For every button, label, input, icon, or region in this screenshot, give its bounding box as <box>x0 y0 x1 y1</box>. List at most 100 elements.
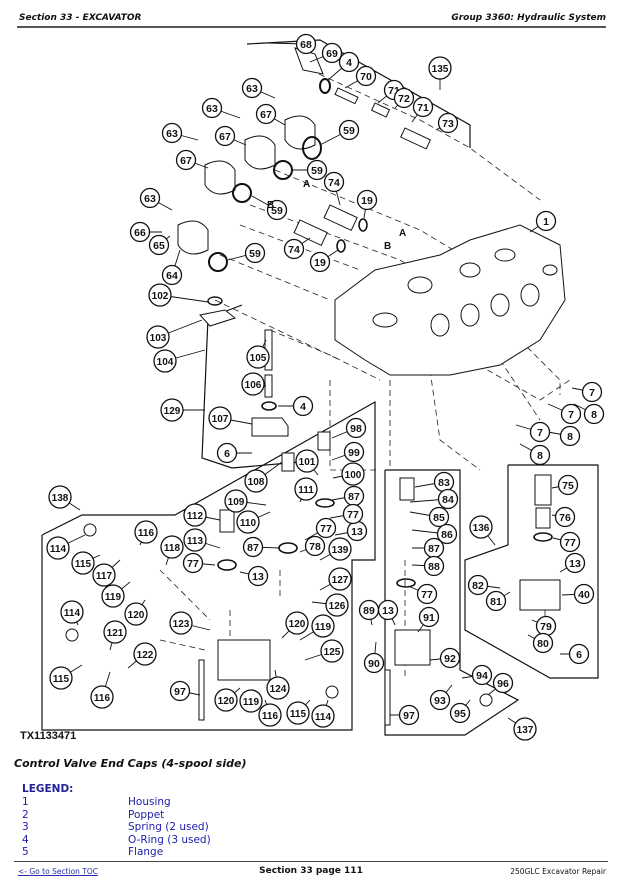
callout-circle <box>224 489 248 513</box>
callout-114: 114 <box>311 704 335 728</box>
callout-circle <box>338 119 360 141</box>
callout-74: 74 <box>323 171 345 193</box>
callout-71: 71 <box>412 96 434 118</box>
page-footer: <- Go to Section TOC Section 33 page 111… <box>14 861 608 882</box>
callout-circle <box>423 555 445 577</box>
callout-85: 85 <box>428 506 450 528</box>
callout-circle <box>304 535 326 557</box>
callout-circle <box>436 523 458 545</box>
callout-circle <box>323 171 345 193</box>
callout-97: 97 <box>169 680 191 702</box>
callout-118: 118 <box>160 535 184 559</box>
callout-number: 1 <box>543 216 549 228</box>
callout-77: 77 <box>416 583 438 605</box>
callout-circle <box>557 474 579 496</box>
callout-circle <box>239 689 263 713</box>
manual-title: 250GLC Excavator Repair <box>510 867 606 876</box>
callout-79: 79 <box>535 615 557 637</box>
callout-circle <box>583 403 605 425</box>
callout-125: 125 <box>320 639 344 663</box>
callout-number: 59 <box>249 248 261 260</box>
section-toc-link[interactable]: <- Go to Section TOC <box>18 867 99 876</box>
callout-circle <box>148 234 170 256</box>
callout-75: 75 <box>557 474 579 496</box>
callout-number: 13 <box>351 526 363 538</box>
callout-67: 67 <box>175 149 197 171</box>
legend-num: 1 <box>22 796 29 808</box>
callout-circle <box>129 221 151 243</box>
callout-86: 86 <box>436 523 458 545</box>
callout-83: 83 <box>433 471 455 493</box>
callout-number: 127 <box>332 575 349 586</box>
oring-77-138b <box>278 542 298 554</box>
callout-number: 8 <box>591 409 597 421</box>
callout-circle <box>356 189 378 211</box>
callout-number: 40 <box>578 589 590 601</box>
callout-circle <box>183 503 207 527</box>
legend-num: 2 <box>22 808 29 821</box>
callout-circle <box>345 417 367 439</box>
callout-circle <box>292 395 314 417</box>
callout-82: 82 <box>467 574 489 596</box>
callout-67: 67 <box>214 125 236 147</box>
callout-77: 77 <box>315 517 337 539</box>
part-83 <box>399 477 415 501</box>
callout-number: 122 <box>137 650 154 661</box>
callout-number: 96 <box>497 678 509 690</box>
callout-number: 101 <box>299 457 316 468</box>
callout-139: 139 <box>328 537 352 561</box>
oring-4-mid <box>261 401 277 411</box>
callout-number: 100 <box>345 470 362 481</box>
callout-129: 129 <box>160 398 184 422</box>
callout-84: 84 <box>437 488 459 510</box>
callout-circle <box>471 664 493 686</box>
callout-40: 40 <box>573 583 595 605</box>
port-label-a: A <box>399 228 406 239</box>
callout-number: 119 <box>315 622 332 633</box>
callout-110: 110 <box>236 510 260 534</box>
callout-76: 76 <box>554 506 576 528</box>
callout-87: 87 <box>343 485 365 507</box>
callout-number: 135 <box>432 64 449 75</box>
oring-19a <box>358 218 368 232</box>
callout-circle <box>564 552 586 574</box>
callout-circle <box>311 614 335 638</box>
page-number: Section 33 page 111 <box>259 866 363 876</box>
callout-circle <box>295 449 319 473</box>
callout-circle <box>103 620 127 644</box>
callout-circle <box>101 584 125 608</box>
oring-102 <box>207 296 223 306</box>
spring-106 <box>264 374 273 398</box>
callout-circle <box>309 251 331 273</box>
callout-94: 94 <box>471 664 493 686</box>
callout-circle <box>241 372 265 396</box>
callout-77: 77 <box>559 531 581 553</box>
callout-circle <box>429 689 451 711</box>
callout-119: 119 <box>101 584 125 608</box>
callout-number: 82 <box>472 580 484 592</box>
part-108 <box>281 452 295 472</box>
callout-93: 93 <box>429 689 451 711</box>
callout-number: 114 <box>315 712 332 723</box>
port-label-b: B <box>267 200 274 211</box>
callout-number: 19 <box>361 195 373 207</box>
callout-104: 104 <box>153 349 177 373</box>
callout-63: 63 <box>241 77 263 99</box>
legend-desc: Flange <box>128 846 164 859</box>
callout-circle <box>153 349 177 373</box>
callout-120: 120 <box>285 611 309 635</box>
legend-desc: O-Ring (3 used) <box>128 833 211 846</box>
part-shapes <box>65 47 561 726</box>
callout-circle <box>449 702 471 724</box>
callout-circle <box>139 187 161 209</box>
callout-number: 119 <box>105 592 122 603</box>
callout-circle <box>581 381 603 403</box>
callout-number: 63 <box>144 193 156 205</box>
callout-circle <box>134 520 158 544</box>
callout-73: 73 <box>437 112 459 134</box>
callout-number: 124 <box>270 684 287 695</box>
plug-114a <box>83 523 97 537</box>
callout-number: 77 <box>421 589 433 601</box>
